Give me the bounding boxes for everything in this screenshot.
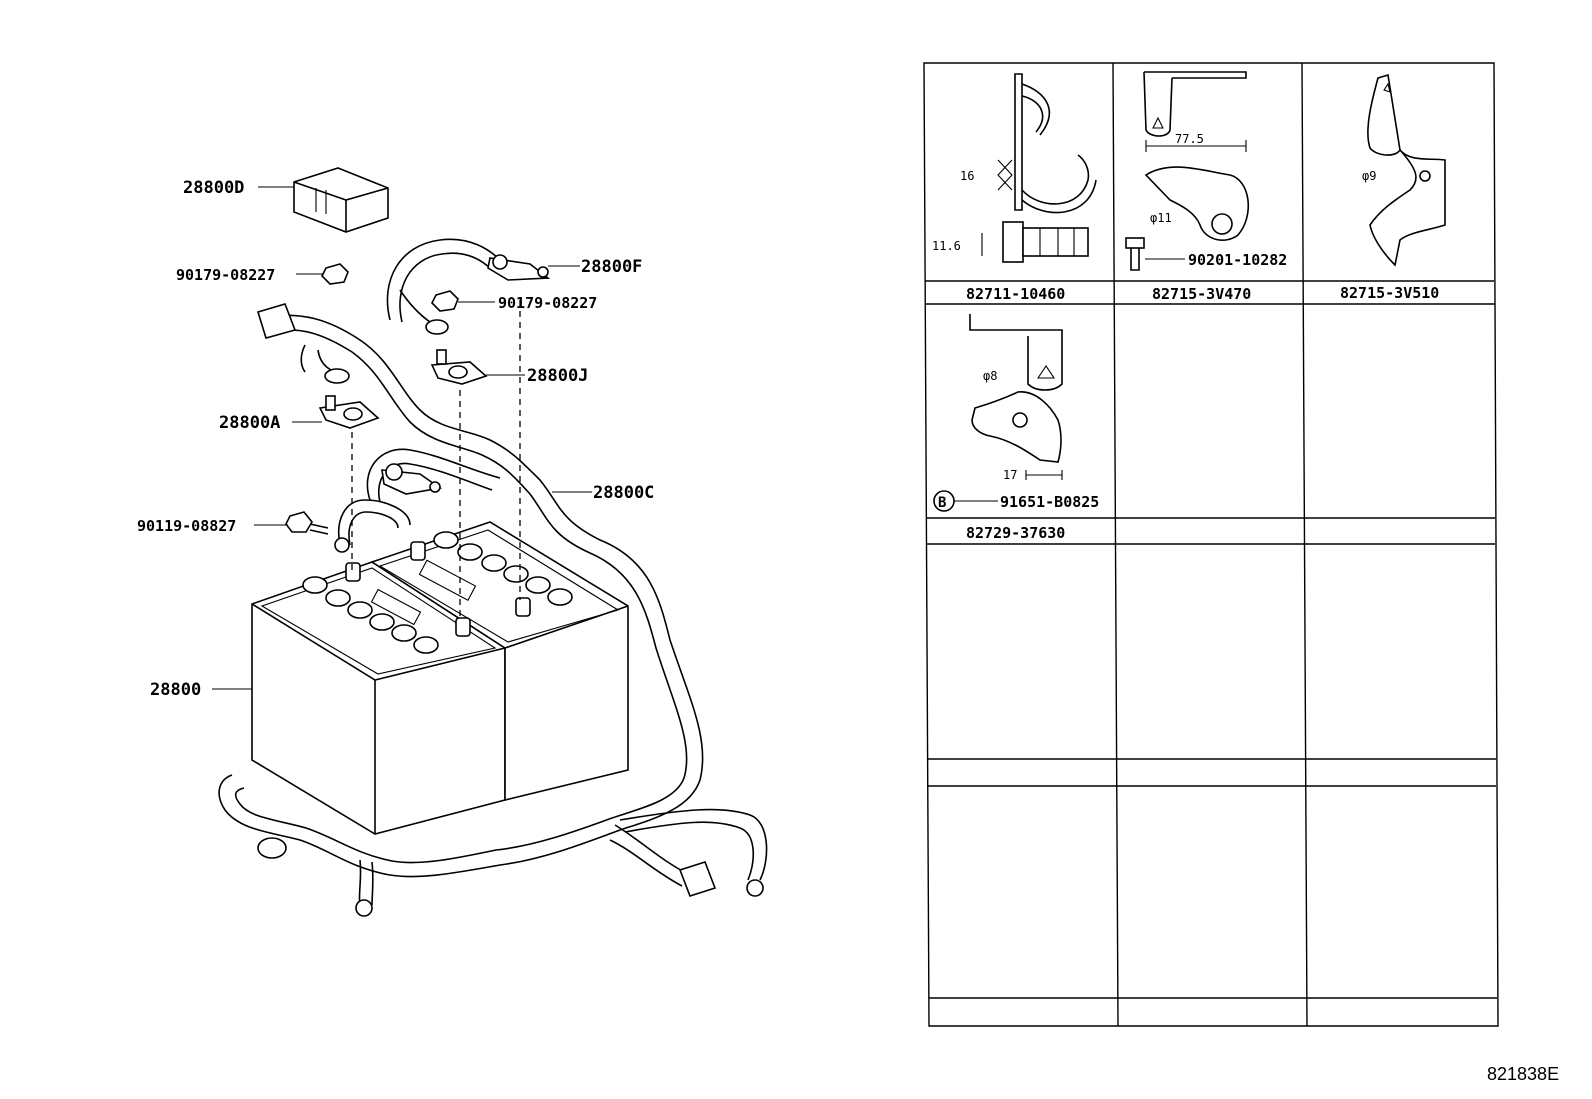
reference-b-letter: B — [938, 495, 946, 511]
terminal-clamp-J — [430, 349, 488, 385]
callout-28800C: 28800C — [593, 483, 654, 503]
dim-phi8: φ8 — [983, 369, 997, 383]
callout-90119: 90119-08827 — [137, 517, 236, 535]
bracket-37630-drawing — [969, 314, 1063, 480]
nut-90179-lower — [431, 290, 459, 312]
terminal-clamp-lower — [381, 463, 443, 495]
callout-28800D: 28800D — [183, 178, 244, 198]
terminal-clamp-A — [318, 395, 380, 429]
nut-90179-upper — [321, 263, 349, 285]
dim-11-6: 11.6 — [932, 239, 961, 253]
bolt-91651-label: 91651-B0825 — [1000, 493, 1099, 511]
dim-17: 17 — [1003, 468, 1017, 482]
callout-90179-lower: 90179-08227 — [498, 294, 597, 312]
cell-part-3V470: 82715-3V470 — [1152, 285, 1251, 303]
bracket-3V510-drawing — [1367, 73, 1446, 267]
battery-body — [251, 521, 629, 835]
callout-90179-upper: 90179-08227 — [176, 266, 275, 284]
clamp-82711-drawing — [981, 73, 1097, 263]
callout-28800F: 28800F — [581, 257, 642, 277]
bracket-3V470-drawing — [1125, 71, 1250, 271]
parts-table: 16 11.6 77.5 φ11 90201-10282 φ9 — [923, 62, 1499, 1027]
dim-77-5: 77.5 — [1175, 132, 1204, 146]
dim-phi9: φ9 — [1362, 169, 1376, 183]
terminal-clamp-F — [487, 254, 551, 281]
dim-phi11: φ11 — [1150, 211, 1172, 225]
battery-harness — [218, 238, 768, 917]
figure-number: 821838E — [1487, 1064, 1559, 1084]
callout-28800J: 28800J — [527, 366, 588, 386]
bolt-90201-label: 90201-10282 — [1188, 251, 1287, 269]
cover-28800D — [293, 167, 389, 233]
callout-28800A: 28800A — [219, 413, 280, 433]
cell-part-82711: 82711-10460 — [966, 285, 1065, 303]
callout-28800: 28800 — [150, 680, 201, 700]
bolt-90119 — [285, 511, 329, 535]
cell-part-82729: 82729-37630 — [966, 524, 1065, 542]
dim-16: 16 — [960, 169, 974, 183]
cell-part-3V510: 82715-3V510 — [1340, 284, 1439, 302]
battery-assembly-drawing: 28800D 90179-08227 28800F 90179-08227 28… — [137, 167, 768, 917]
